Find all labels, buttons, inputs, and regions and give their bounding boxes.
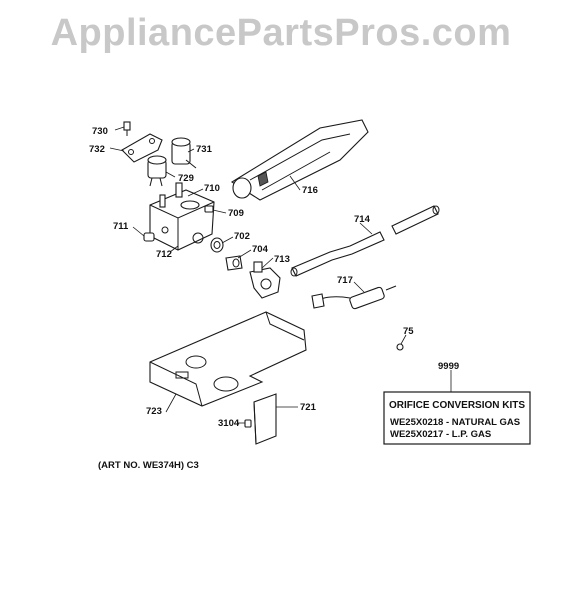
kit-line-lp-gas: WE25X0217 - L.P. GAS — [390, 429, 491, 440]
part-713-elbow — [249, 261, 281, 299]
callout-711: 711 — [113, 221, 129, 232]
callout-714: 714 — [354, 214, 371, 225]
kit-line-natural-gas: WE25X0218 - NATURAL GAS — [390, 417, 520, 428]
part-709-screw — [204, 205, 214, 213]
part-729-coil — [147, 155, 167, 187]
callout-702: 702 — [234, 231, 250, 242]
callout-9999: 9999 — [438, 361, 459, 372]
part-3104-screw — [244, 419, 252, 428]
part-704-fitting — [225, 255, 243, 271]
callout-717: 717 — [337, 275, 353, 286]
callout-704: 704 — [252, 244, 269, 255]
part-717-igniter — [311, 285, 397, 310]
callout-709: 709 — [228, 208, 244, 219]
watermark: AppliancePartsPros.com — [50, 12, 512, 54]
callout-730: 730 — [92, 126, 108, 137]
callout-713: 713 — [274, 254, 290, 265]
callout-731: 731 — [196, 144, 213, 155]
part-723-mounting-bracket — [149, 311, 307, 407]
part-721-shield — [253, 393, 277, 445]
part-732-bracket — [121, 133, 163, 163]
art-number: (ART NO. WE374H) C3 — [98, 460, 199, 471]
part-702-nut — [210, 237, 224, 253]
callout-723: 723 — [146, 406, 162, 417]
callout-710: 710 — [204, 183, 220, 194]
callout-716: 716 — [302, 185, 318, 196]
callout-75: 75 — [403, 326, 414, 337]
part-714-burner-tube — [290, 205, 440, 277]
callout-712: 712 — [156, 249, 172, 260]
callout-721: 721 — [300, 402, 317, 413]
part-730-screw — [123, 121, 131, 136]
callout-732: 732 — [89, 144, 105, 155]
part-731-coil — [171, 137, 197, 169]
part-716-burner — [230, 119, 369, 201]
callout-729: 729 — [178, 173, 194, 184]
callout-3104: 3104 — [218, 418, 240, 429]
leader-lines — [109, 126, 452, 424]
part-75-screw — [396, 343, 404, 351]
part-711-fitting — [143, 232, 155, 242]
orifice-kit-box: ORIFICE CONVERSION KITS WE25X0218 - NATU… — [383, 391, 531, 445]
kit-box-title: ORIFICE CONVERSION KITS — [389, 400, 525, 411]
